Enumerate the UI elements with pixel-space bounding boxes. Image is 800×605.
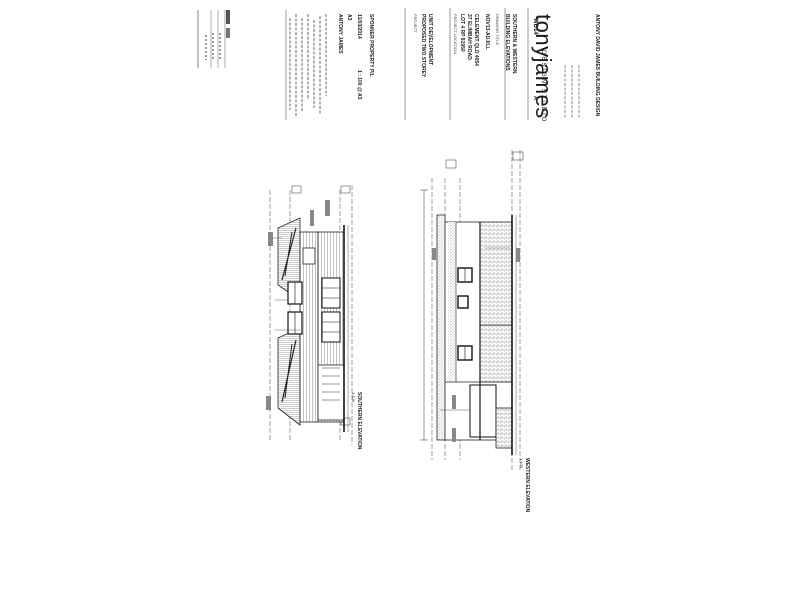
revision-table bbox=[197, 10, 230, 68]
brand-tagline: DESIGN STUDIO bbox=[540, 50, 546, 124]
western-elevation-drawing bbox=[420, 150, 524, 470]
drawing-scale: 1 : 100 @ A3 bbox=[356, 70, 362, 100]
drawing-title-line1: BUILDING ELEVATIONS bbox=[504, 14, 510, 71]
firm-name: ANTONY DAVID JAMES BUILDING DESIGN bbox=[594, 14, 600, 117]
drawing-title-label: DRAWING TITLE bbox=[495, 14, 500, 46]
western-elevation-scale: 1:100 bbox=[519, 458, 524, 469]
drawing-title-line2: SOUTHERN & WESTERN bbox=[511, 14, 517, 74]
job-number: NOV13-ADJ/LL bbox=[484, 14, 490, 50]
client-name: SPONNER PROPERTY P/L bbox=[368, 14, 374, 77]
notes-block bbox=[285, 10, 327, 120]
project-line1: PROPOSED TWO STOREY bbox=[420, 14, 426, 78]
southern-elevation-title: SOUTHERN ELEVATION bbox=[356, 392, 362, 450]
designer-name: ANTONY JAMES bbox=[337, 14, 343, 54]
address-line2: 37 ELIMBAH ROAD bbox=[466, 14, 472, 60]
southern-elevation-drawing bbox=[266, 185, 353, 445]
drawing-number: WD14 bbox=[532, 18, 538, 35]
project-label: PROJECT bbox=[413, 14, 418, 33]
address-line1: LOT 4 RP 81950 bbox=[459, 14, 465, 52]
western-elevation-title: WESTERN ELEVATION bbox=[524, 458, 530, 513]
revision-letter: A bbox=[532, 96, 538, 101]
address-line3: CELEMENT QLD 4054 bbox=[473, 14, 479, 66]
drawing-date: 11/03/2014 bbox=[356, 14, 362, 39]
address-label: PROJECT LOCATION bbox=[453, 14, 458, 54]
project-line2: UNIT DEVELOPMENT bbox=[427, 14, 433, 66]
southern-elevation-scale: 1:100 bbox=[351, 392, 356, 403]
title-block bbox=[197, 8, 580, 120]
sheet-size: A3 bbox=[346, 14, 352, 21]
